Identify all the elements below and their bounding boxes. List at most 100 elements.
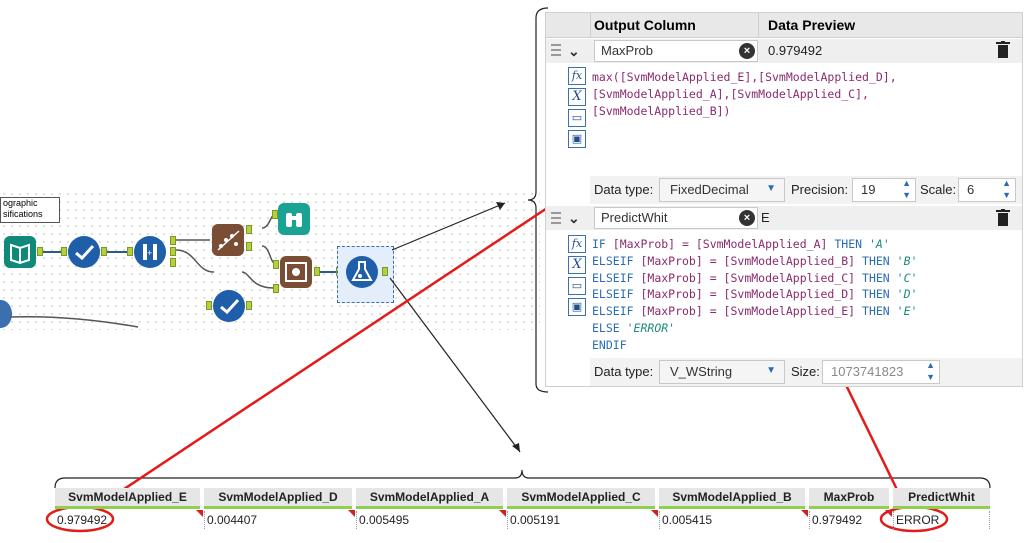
input-anchor-m[interactable] [273,260,279,269]
select-tool-2[interactable] [213,290,245,322]
output-anchor-r[interactable] [246,242,252,251]
create-samples-tool[interactable]: + [134,236,166,268]
save-icon[interactable]: ▣ [568,130,586,148]
size-value: 1073741823 [831,364,904,379]
column-header-preview[interactable]: Data Preview [768,13,968,38]
cell-marker [651,510,658,517]
output-anchor-h[interactable] [170,258,176,267]
chevron-down-icon: ▼ [766,183,776,194]
stepper-arrows-icon[interactable]: ▲▼ [902,178,911,200]
preview-value-1: 0.979492 [768,43,823,58]
clear-icon[interactable]: × [739,43,755,59]
table-cell[interactable]: 0.979492 [809,511,889,529]
clear-icon[interactable]: × [739,210,755,226]
table-cell[interactable]: 0.004407 [204,511,352,529]
output-anchor-v[interactable] [170,247,176,256]
output-anchor[interactable] [382,267,388,276]
table-cell[interactable]: 0.005191 [507,511,655,529]
svm-model-tool[interactable] [212,224,244,256]
preview-value-2: E [761,210,770,225]
size-label: Size: [791,364,820,379]
data-type-select-2[interactable]: V_WString ▼ [659,360,785,384]
binoculars-icon [286,213,302,227]
folder-icon[interactable]: ▭ [568,109,586,127]
table-cell[interactable]: 0.005415 [659,511,805,529]
variable-icon[interactable]: X [568,88,586,106]
output-anchor-o[interactable] [246,225,252,234]
size-stepper[interactable]: 1073741823 ▲▼ [822,360,940,384]
expression-line: max([SvmModelApplied_E],[SvmModelApplied… [592,70,897,84]
workflow-canvas[interactable] [0,190,540,330]
function-icon[interactable]: fx [568,67,586,85]
expression-line: [SvmModelApplied_A],[SvmModelApplied_C], [592,86,869,101]
column-header[interactable]: SvmModelApplied_D [204,488,352,509]
table-cell[interactable]: ERROR [893,511,990,529]
input-anchor-d[interactable] [273,284,279,293]
chevron-down-icon[interactable]: ⌄ [568,43,580,59]
precision-label: Precision: [791,182,849,197]
input-anchor[interactable] [127,247,133,256]
column-header[interactable]: SvmModelApplied_E [55,488,200,509]
variable-icon[interactable]: X [568,256,586,274]
column-header[interactable]: SvmModelApplied_B [659,488,805,509]
output-column-field-2[interactable]: PredictWhit [594,207,758,229]
connection-line [107,251,129,253]
formula-config-panel: Output Column Data Preview ⌄ MaxProb × 0… [545,12,1023,387]
scatter-plot-icon [217,230,240,251]
expression-line: IF [MaxProb] = [SvmModelApplied_A] THEN … [592,237,890,251]
test-tubes-icon: + [143,244,157,260]
scale-stepper[interactable]: 6 ▲▼ [958,178,1016,202]
expression-line: ELSEIF [MaxProb] = [SvmModelApplied_D] T… [592,287,918,302]
column-header-output[interactable]: Output Column [594,13,754,38]
svg-text:+: + [147,248,152,258]
score-tool[interactable] [280,256,312,288]
precision-stepper[interactable]: 19 ▲▼ [852,178,916,202]
function-icon[interactable]: fx [568,235,586,253]
input-anchor[interactable] [61,247,67,256]
formula-tool[interactable] [346,256,378,288]
expression-editor-1[interactable]: max([SvmModelApplied_E],[SvmModelApplied… [590,67,1018,175]
expression-line: ENDIF [592,337,627,352]
input-anchor[interactable] [272,210,278,219]
check-icon [220,298,240,315]
globe-tool-partial[interactable] [0,300,12,328]
annotation-box: ographic sifications [0,197,60,223]
table-cell[interactable]: 0.005495 [356,511,503,529]
column-header[interactable]: SvmModelApplied_C [507,488,655,509]
chevron-down-icon[interactable]: ⌄ [568,210,580,226]
data-type-label: Data type: [594,182,654,197]
output-anchor[interactable] [37,247,43,256]
data-type-select-1[interactable]: FixedDecimal ▼ [659,178,785,202]
browse-tool[interactable] [278,203,310,235]
scale-value: 6 [967,182,975,197]
drag-handle-icon[interactable] [551,212,561,224]
expression-editor-2[interactable]: IF [MaxProb] = [SvmModelApplied_A] THEN … [590,235,1018,357]
results-table: SvmModelApplied_E SvmModelApplied_D SvmM… [55,488,990,533]
drag-handle-mid [551,49,561,51]
output-anchor[interactable] [101,247,107,256]
cell-marker [499,510,506,517]
input-data-tool[interactable] [4,236,36,268]
header-divider [758,13,759,37]
folder-icon[interactable]: ▭ [568,277,586,295]
input-anchor[interactable] [206,301,212,310]
column-header[interactable]: SvmModelApplied_A [356,488,503,509]
trash-icon[interactable] [996,209,1010,227]
column-header[interactable]: MaxProb [809,488,889,509]
stepper-arrows-icon[interactable]: ▲▼ [1002,178,1011,200]
select-tool[interactable] [68,236,100,268]
expression-line: ELSEIF [MaxProb] = [SvmModelApplied_C] T… [592,270,918,285]
data-type-value: FixedDecimal [670,182,749,197]
column-header[interactable]: PredictWhit [893,488,990,509]
check-icon [75,244,95,261]
table-cell[interactable]: 0.979492 [57,513,108,527]
output-anchor-e[interactable] [170,236,176,245]
trash-icon[interactable] [996,41,1010,59]
stepper-arrows-icon[interactable]: ▲▼ [926,360,935,382]
output-anchor[interactable] [246,301,252,310]
save-icon[interactable]: ▣ [568,298,586,316]
cell-marker [196,510,203,517]
output-anchor[interactable] [314,267,320,276]
output-column-field-1[interactable]: MaxProb [594,40,758,62]
drag-handle-icon[interactable] [551,44,561,56]
